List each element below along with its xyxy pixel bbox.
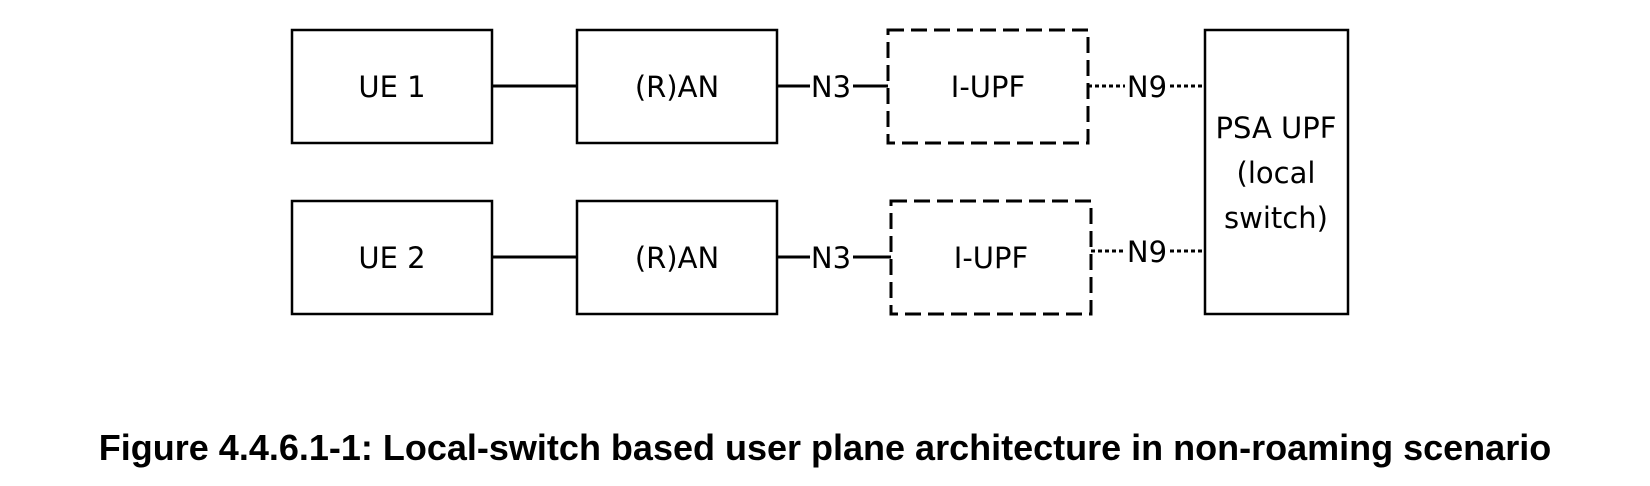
ran2-label: (R)AN — [635, 241, 719, 275]
ue2-label: UE 2 — [358, 241, 425, 275]
psa-upf-label-line2: (local — [1237, 156, 1316, 190]
ue1-box — [290, 28, 494, 145]
ran1-box — [575, 28, 779, 145]
psa-upf-label-line1: PSA UPF — [1216, 111, 1337, 145]
psa-upf-box — [1203, 28, 1350, 316]
iupf1-box — [886, 28, 1090, 145]
ue2-box — [290, 199, 494, 316]
iupf1-label: I-UPF — [951, 70, 1025, 104]
n9-bottom-label: N9 — [1127, 235, 1167, 269]
ran1-label: (R)AN — [635, 70, 719, 104]
n9-top-label: N9 — [1127, 70, 1167, 104]
psa-upf-label-line3: switch) — [1224, 201, 1328, 235]
ue1-label: UE 1 — [358, 70, 425, 104]
iupf2-label: I-UPF — [954, 241, 1028, 275]
figure-caption: Figure 4.4.6.1-1: Local-switch based use… — [98, 427, 1552, 468]
n3-bottom-label: N3 — [811, 241, 851, 275]
ran2-box — [575, 199, 779, 316]
architecture-diagram: UE 1 (R)AN I-UPF UE 2 (R)AN I-UPF PSA UP… — [290, 28, 1350, 316]
n3-top-label: N3 — [811, 70, 851, 104]
iupf2-box — [889, 199, 1093, 316]
